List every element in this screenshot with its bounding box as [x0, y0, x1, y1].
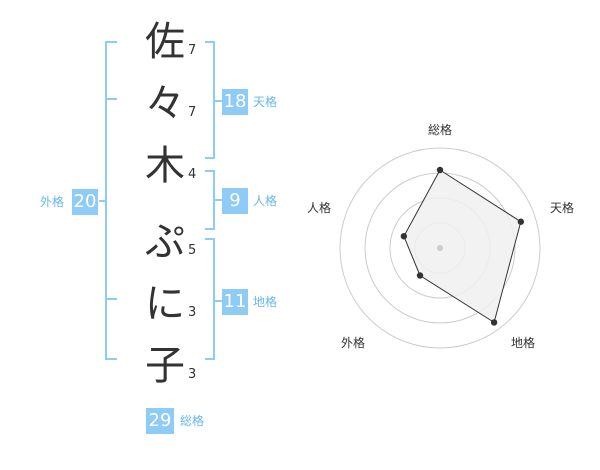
chikaku-value-badge: 11 — [222, 289, 248, 315]
radar-point-2 — [517, 218, 525, 225]
radar-axis-label-chikaku: 地格 — [511, 336, 536, 350]
radar-point-5 — [400, 233, 408, 240]
soukaku-value-badge: 29 — [146, 408, 174, 434]
tenkaku-value-badge: 18 — [222, 89, 248, 115]
name-char-3: 木 — [145, 143, 185, 189]
radar-point-1 — [436, 166, 444, 174]
stroke-count-4: 5 — [188, 243, 197, 258]
tenkaku-label: 天格 — [253, 95, 278, 109]
name-char-4: ぷ — [145, 219, 185, 265]
jinkaku-label: 人格 — [253, 194, 278, 208]
stroke-count-3: 4 — [188, 167, 197, 182]
jinkaku-value-badge: 9 — [222, 188, 248, 214]
gaikaku-value-badge: 20 — [72, 189, 98, 215]
chikaku-label: 地格 — [253, 295, 278, 309]
radar-point-3 — [490, 319, 498, 326]
stroke-count-5: 3 — [188, 305, 197, 320]
radar-axis-label-gaikaku: 外格 — [341, 336, 366, 350]
name-char-5: に — [145, 281, 185, 327]
name-char-6: 子 — [145, 343, 185, 389]
stroke-count-6: 3 — [188, 367, 197, 382]
radar-polygon — [403, 169, 522, 324]
name-char-2: 々 — [145, 81, 185, 127]
radar-point-4 — [416, 272, 424, 279]
stroke-count-2: 7 — [188, 105, 197, 120]
gaikaku-label: 外格 — [40, 195, 65, 209]
radar-axis-label-jinkaku: 人格 — [307, 201, 332, 215]
radar-ring-4 — [339, 147, 541, 349]
radar-axis-label-tenkaku: 天格 — [550, 201, 575, 215]
radar-axis-label-soukaku: 総格 — [428, 123, 453, 137]
stroke-count-1: 7 — [188, 43, 197, 58]
name-char-1: 佐 — [145, 19, 185, 65]
radar-center-dot — [437, 245, 443, 251]
soukaku-label: 総格 — [180, 414, 205, 428]
